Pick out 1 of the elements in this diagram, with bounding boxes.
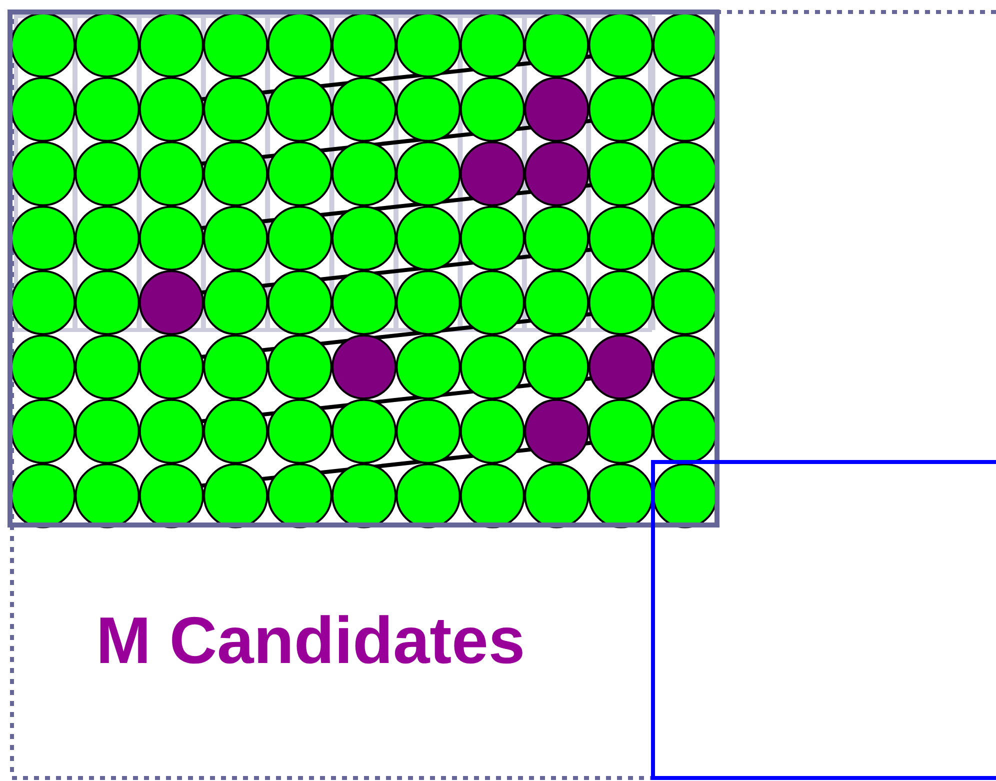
group-label: M Candidates bbox=[96, 602, 526, 679]
